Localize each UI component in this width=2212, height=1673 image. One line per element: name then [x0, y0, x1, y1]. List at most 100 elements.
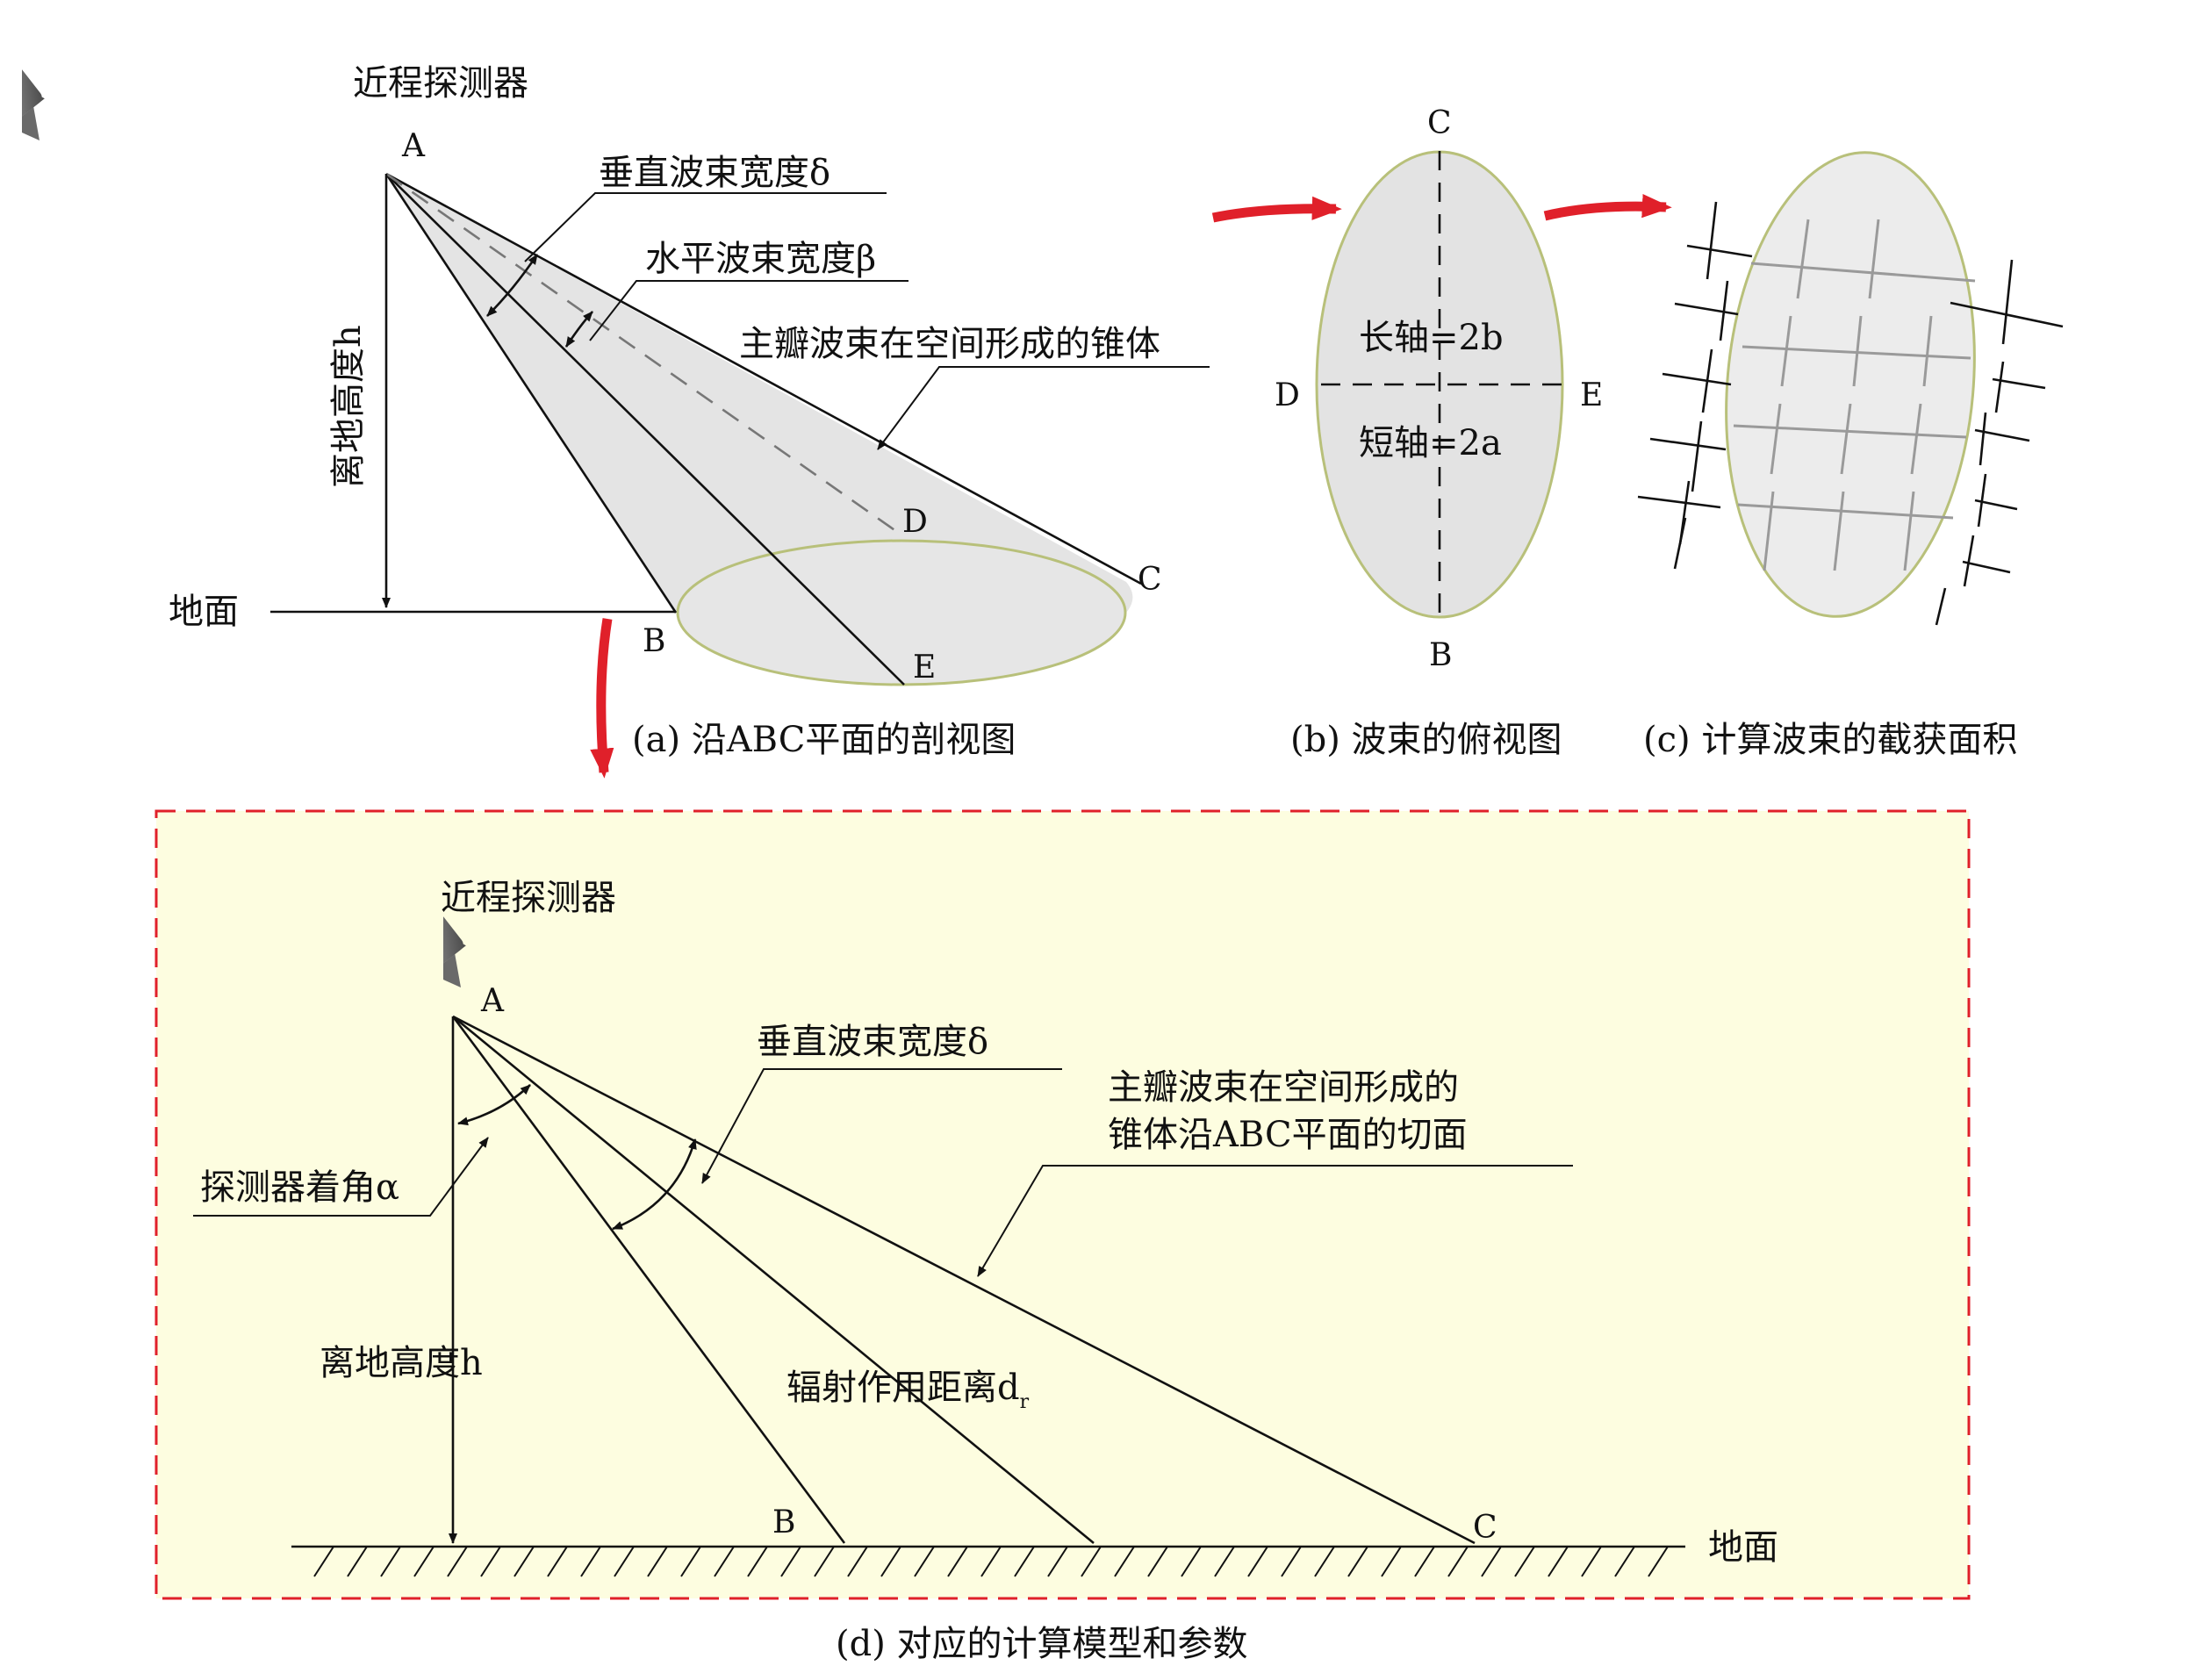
hatch-mark	[480, 1546, 501, 1577]
hatch-mark	[1447, 1546, 1469, 1577]
hatch-mark	[1314, 1546, 1335, 1577]
hatch-mark	[347, 1546, 368, 1577]
panel-c: (c) 计算波束的截获面积	[1637, 151, 2064, 760]
panel-d: 近程探测器 A 垂直波束宽度δ 主瓣波束在空间形成的 锥体沿ABC平面的切面 探…	[154, 809, 1971, 1664]
hatch-mark	[847, 1546, 868, 1577]
short-axis-label: 短轴=2a	[1359, 423, 1502, 463]
hatch-mark	[780, 1546, 801, 1577]
hatch-mark	[1581, 1546, 1602, 1577]
hatch-mark	[547, 1546, 568, 1577]
vertical-beam-label-d: 垂直波束宽度δ	[757, 1022, 988, 1062]
hatch-mark	[1214, 1546, 1235, 1577]
hatch-mark	[947, 1546, 968, 1577]
cone-axis-d	[385, 172, 901, 535]
hatch-mark	[413, 1546, 434, 1577]
hatch-mark	[1414, 1546, 1435, 1577]
hatch-mark	[1347, 1546, 1368, 1577]
cone-section-label-line1: 主瓣波束在空间形成的	[1108, 1067, 1459, 1108]
panel-b: C D E B 长轴=2b 短轴=2a (b) 波束的俯视图	[1275, 105, 1603, 760]
hatch-mark	[1614, 1546, 1635, 1577]
point-e-label-a: E	[913, 650, 936, 686]
vertical-beam-label-a: 垂直波束宽度δ	[599, 153, 830, 193]
hatch-mark	[714, 1546, 735, 1577]
point-d-label-a: D	[902, 504, 928, 540]
hatch-mark	[747, 1546, 768, 1577]
delta-leader	[701, 1068, 1062, 1184]
long-axis-label: 长轴=2b	[1359, 318, 1504, 358]
caption-b: (b) 波束的俯视图	[1290, 720, 1562, 760]
hatch-mark	[1047, 1546, 1068, 1577]
horizontal-beam-label: 水平波束宽度β	[645, 239, 876, 279]
cone-edge-c	[385, 172, 1142, 585]
detector-label-a: 近程探测器	[353, 63, 528, 104]
hatch-mark	[914, 1546, 935, 1577]
hatch-mark	[580, 1546, 601, 1577]
red-arrow-b-to-c	[1543, 194, 1672, 221]
distance-label-sub: r	[1020, 1391, 1030, 1413]
ground-label-a: 地面	[169, 592, 239, 632]
hatch-mark	[1514, 1546, 1535, 1577]
caption-a: (a) 沿ABC平面的剖视图	[632, 720, 1016, 760]
cone-section-label-line2: 锥体沿ABC平面的切面	[1108, 1115, 1468, 1155]
red-arrow-a-to-d	[590, 618, 614, 779]
point-b-label-d: B	[772, 1504, 795, 1540]
ground-label-d: 地面	[1708, 1527, 1778, 1568]
point-b-label-a: B	[643, 623, 665, 659]
alpha-arc	[457, 1084, 531, 1126]
vertical-beam-leader	[524, 192, 887, 262]
beam-line-center	[452, 1015, 1095, 1545]
point-d-label-b: D	[1275, 377, 1300, 413]
height-label-a: 离地高度h	[328, 325, 369, 488]
beam-line-c	[452, 1015, 1476, 1545]
cone-edge-e	[385, 173, 905, 686]
cone-section-leader	[977, 1165, 1573, 1277]
ground-hatching	[313, 1546, 1669, 1577]
hatch-mark	[647, 1546, 668, 1577]
hatch-mark	[1481, 1546, 1502, 1577]
hatch-mark	[1147, 1546, 1168, 1577]
point-c-label-d: C	[1473, 1510, 1497, 1546]
point-a-label-d: A	[480, 983, 505, 1019]
caption-c: (c) 计算波束的截获面积	[1643, 720, 2017, 760]
hatch-mark	[1081, 1546, 1102, 1577]
hatch-mark	[614, 1546, 635, 1577]
caption-d: (d) 对应的计算模型和参数	[836, 1624, 1248, 1664]
angle-label: 探测器着角α	[200, 1167, 399, 1208]
hatch-mark	[1381, 1546, 1402, 1577]
point-c-label-b: C	[1427, 105, 1452, 141]
detector-label-d: 近程探测器	[441, 878, 616, 918]
probe-icon	[22, 0, 64, 160]
hatch-mark	[1648, 1546, 1669, 1577]
hatch-mark	[1281, 1546, 1302, 1577]
hatch-mark	[1548, 1546, 1569, 1577]
panel-d-box	[154, 809, 1971, 1600]
beam-cone	[386, 174, 1133, 663]
alpha-leader	[193, 1137, 489, 1217]
panel-a: 近程探测器 A 垂直波束宽度δ 水平波束宽度β 主瓣波束在空间形成的锥体 离地高…	[22, 0, 1210, 760]
vertical-beam-arc	[486, 254, 539, 317]
cone-base-ellipse	[676, 539, 1127, 686]
delta-arc	[612, 1138, 697, 1231]
hatch-mark	[880, 1546, 901, 1577]
intercept-ellipse	[1725, 151, 1976, 618]
cone-leader	[877, 366, 1210, 450]
hatch-mark	[814, 1546, 835, 1577]
hatch-mark	[680, 1546, 701, 1577]
point-a-label: A	[401, 128, 426, 164]
horizontal-beam-arc	[564, 311, 593, 348]
hatch-mark	[980, 1546, 1002, 1577]
horizontal-beam-leader	[589, 280, 908, 341]
hatch-mark	[1247, 1546, 1268, 1577]
point-e-label-b: E	[1580, 377, 1603, 413]
cone-label: 主瓣波束在空间形成的锥体	[739, 324, 1160, 364]
hatch-mark	[447, 1546, 468, 1577]
height-label-d: 离地高度h	[320, 1343, 483, 1383]
hatch-mark	[380, 1546, 401, 1577]
distance-label: 辐射作用距离dr	[786, 1368, 1030, 1413]
point-b-label-b: B	[1429, 637, 1452, 673]
red-arrow-a-to-b	[1211, 196, 1342, 223]
hatch-mark	[1114, 1546, 1135, 1577]
point-c-label-a: C	[1138, 562, 1162, 598]
distance-label-main: 辐射作用距离d	[786, 1368, 1020, 1408]
